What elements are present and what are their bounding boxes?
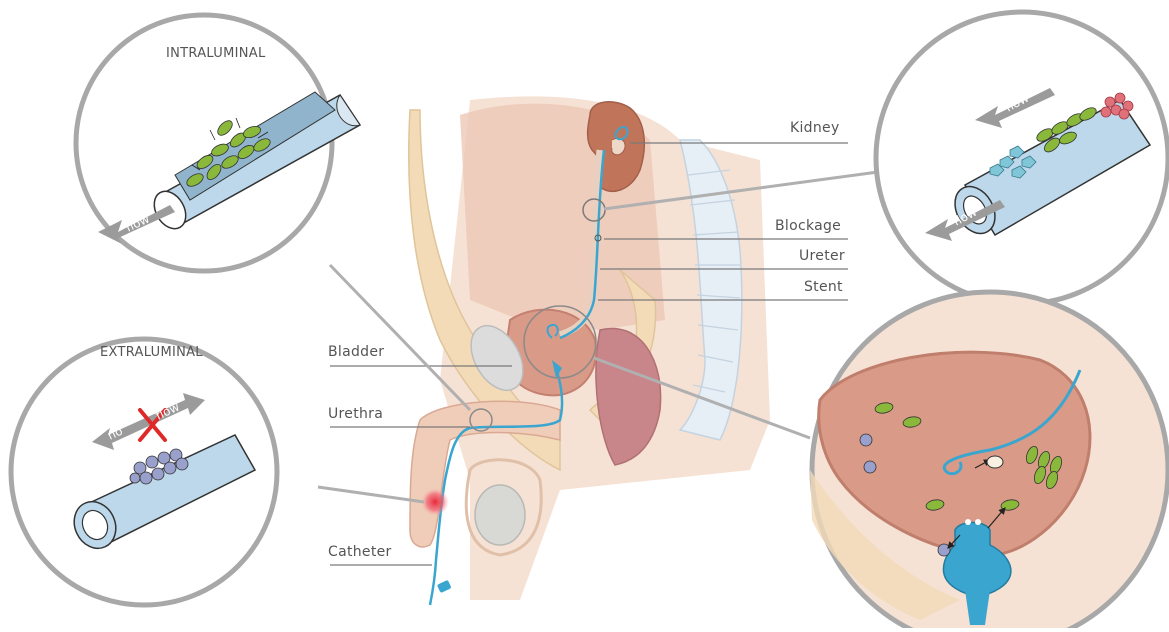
- bladder-inset: [810, 292, 1168, 628]
- blockage-inset: flow flow: [876, 12, 1168, 304]
- catheter-label: Catheter: [328, 544, 392, 560]
- extraluminal-inset: no flow: [11, 339, 277, 605]
- extraluminal-title: EXTRALUMINAL: [100, 345, 203, 360]
- body-cross-section: [409, 96, 770, 605]
- urethra-label: Urethra: [328, 406, 383, 422]
- bladder-label: Bladder: [328, 344, 384, 360]
- ureter-label: Ureter: [799, 248, 845, 264]
- intraluminal-title: INTRALUMINAL: [166, 46, 266, 61]
- stent-label: Stent: [804, 279, 843, 295]
- blockage-label: Blockage: [775, 218, 841, 234]
- kidney-label: Kidney: [790, 120, 840, 136]
